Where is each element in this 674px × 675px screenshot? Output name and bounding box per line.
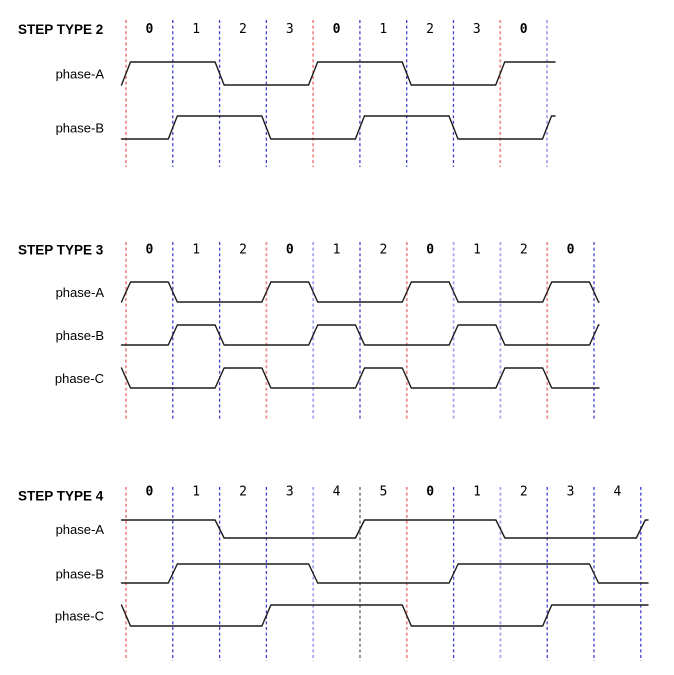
step-number-label: 3 [286, 485, 294, 500]
phase-label: phase-C [55, 609, 104, 624]
waveform-phase-A [120, 61, 556, 86]
waveform-phase-C [120, 604, 649, 627]
step-number-label: 1 [333, 243, 341, 258]
waveform-phase-B [120, 324, 600, 346]
phase-label: phase-A [56, 67, 105, 82]
step-number-label: 0 [145, 22, 153, 37]
step-number-label: 0 [145, 485, 153, 500]
step-number-label: 0 [286, 243, 294, 258]
step-number-label: 3 [473, 22, 481, 37]
phase-label: phase-B [56, 328, 104, 343]
step-number-label: 0 [145, 243, 153, 258]
step-number-label: 3 [286, 22, 294, 37]
step-number-label: 2 [239, 243, 247, 258]
waveform-phase-A [120, 519, 649, 539]
step-number-label: 1 [192, 243, 200, 258]
waveform-phase-B [120, 563, 649, 584]
step-number-label: 2 [379, 243, 387, 258]
step-number-label: 1 [473, 243, 481, 258]
step-number-label: 5 [379, 485, 387, 500]
diagram-title: STEP TYPE 2 [18, 22, 103, 37]
waveform-phase-A [120, 281, 600, 303]
waveform-phase-B [120, 115, 556, 140]
step-number-label: 4 [333, 485, 341, 500]
phase-label: phase-B [56, 567, 104, 582]
step-number-label: 1 [473, 485, 481, 500]
phase-label: phase-A [56, 522, 105, 537]
diagram-title: STEP TYPE 3 [18, 243, 104, 258]
step-number-label: 1 [379, 22, 387, 37]
step-number-label: 4 [613, 485, 621, 500]
step-number-label: 2 [239, 22, 247, 37]
step-number-label: 1 [192, 485, 200, 500]
step-number-label: 2 [520, 485, 528, 500]
step-number-label: 0 [567, 243, 575, 258]
phase-label: phase-C [55, 371, 104, 386]
phase-label: phase-B [56, 121, 104, 136]
step-number-label: 3 [567, 485, 575, 500]
step-number-label: 2 [520, 243, 528, 258]
step-number-label: 1 [192, 22, 200, 37]
waveform-phase-C [120, 367, 600, 389]
step-number-label: 0 [333, 22, 341, 37]
diagram-title: STEP TYPE 4 [18, 489, 104, 504]
step-number-label: 0 [520, 22, 528, 37]
step-number-label: 2 [426, 22, 434, 37]
step-number-label: 0 [426, 485, 434, 500]
phase-label: phase-A [56, 285, 105, 300]
step-number-label: 2 [239, 485, 247, 500]
step-number-label: 0 [426, 243, 434, 258]
